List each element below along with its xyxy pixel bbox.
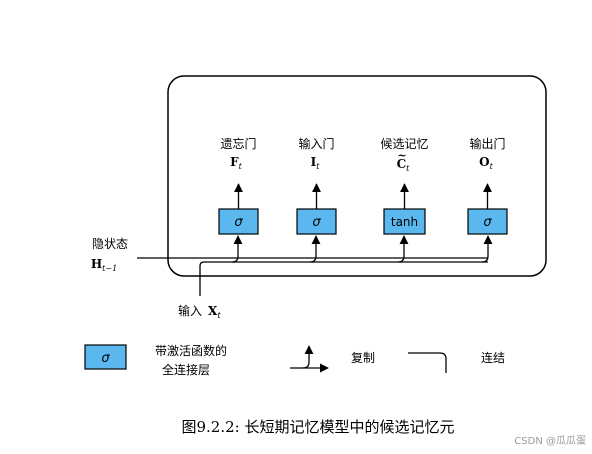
activation-box [296,208,337,235]
gate-forget: σ 遗忘门 Ft [218,136,259,235]
gate-symbol-accent: ~ [397,149,406,162]
gate-input: σ 输入门 It [296,136,337,235]
activation-box [218,208,259,235]
activation-label: σ [234,215,243,230]
gate-name: 候选记忆 [380,137,428,151]
legend-activation-box [84,344,127,370]
legend-concat-label: 连结 [481,350,505,365]
figure-caption: 图9.2.2: 长短期记忆模型中的候选记忆元 [182,418,455,436]
gate-name: 输出门 [469,136,505,151]
legend-copy-label: 复制 [351,351,375,365]
gate-symbol: Ft [230,155,243,171]
activation-box [467,208,508,235]
gate-symbol: Ot [479,155,493,171]
cell-boundary [167,75,547,277]
activation-label: σ [483,215,492,230]
activation-label: tanh [391,215,418,229]
gate-candidate: tanh 候选记忆 ~ Ct [380,137,429,235]
legend: σ 带激活函数的 全连接层 复制 连结 [84,343,505,377]
activation-box [383,208,426,235]
activation-label: σ [312,215,321,230]
watermark: CSDN @瓜瓜蛋 [514,435,586,447]
gate-output: σ 输出门 Ot [467,136,508,235]
hidden-state-symbol: Ht−1 [91,257,117,273]
legend-copy-branch [302,345,314,369]
hidden-state-label: 隐状态 [92,237,128,251]
legend-concat-line [408,352,447,373]
legend-activation-line2: 全连接层 [162,362,210,377]
legend-activation-symbol: σ [101,351,110,366]
gate-symbol: It [311,155,321,171]
input-line [199,261,488,296]
legend-activation-line1: 带激活函数的 [155,343,227,358]
gate-name: 遗忘门 [220,136,256,151]
gate-symbol: Ct [397,157,411,173]
gate-branches [231,235,493,263]
gate-name: 输入门 [298,136,334,151]
